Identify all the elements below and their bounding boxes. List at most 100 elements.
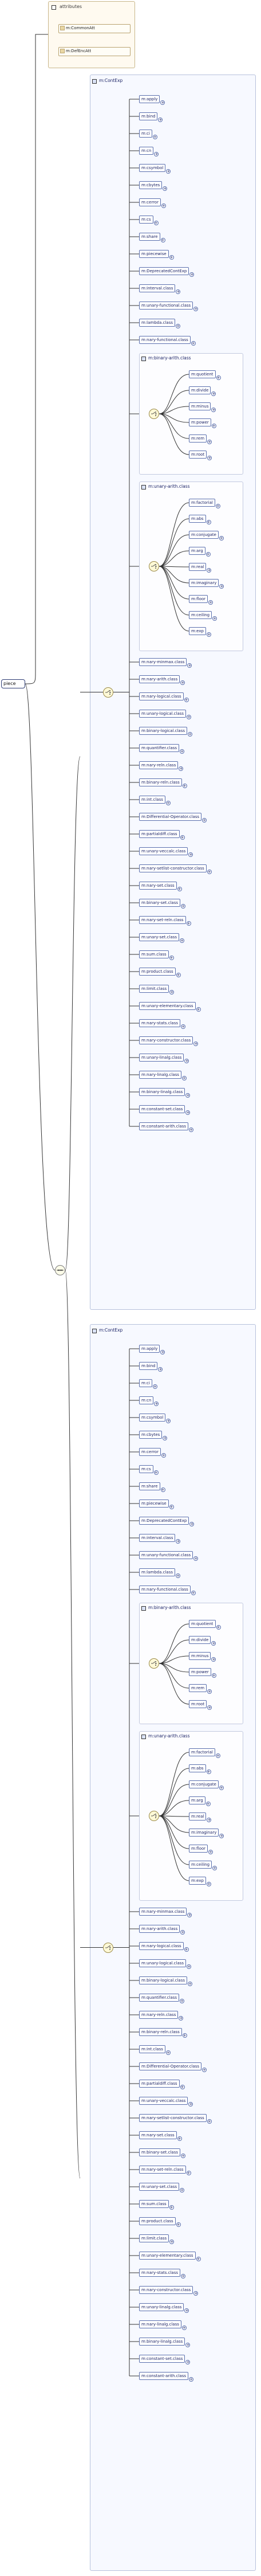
expand-plus-icon[interactable]: + <box>154 152 159 156</box>
expand-plus-icon[interactable]: + <box>187 663 192 668</box>
expand-plus-icon[interactable]: + <box>169 2205 174 2210</box>
expand-plus-icon[interactable]: + <box>184 1947 189 1952</box>
element-m-real[interactable]: m:real <box>189 1812 208 1822</box>
expand-plus-icon[interactable]: + <box>211 1657 216 1662</box>
expand-plus-icon[interactable]: + <box>184 2308 189 2313</box>
expand-plus-icon[interactable]: + <box>216 375 221 380</box>
element-m-unary-set-class[interactable]: m:unary-set.class <box>139 933 181 942</box>
expand-plus-icon[interactable]: + <box>181 2326 187 2330</box>
expand-plus-icon[interactable]: + <box>188 732 193 737</box>
group-icon[interactable] <box>141 1606 146 1611</box>
expand-plus-icon[interactable]: + <box>208 1850 213 1854</box>
expand-plus-icon[interactable]: + <box>212 1866 217 1870</box>
expand-plus-icon[interactable]: + <box>207 440 212 444</box>
expand-plus-icon[interactable]: + <box>207 1818 212 1822</box>
expand-plus-icon[interactable]: + <box>160 1487 165 1492</box>
element-m-csymbol[interactable]: m:csymbol <box>139 164 167 173</box>
expand-plus-icon[interactable]: + <box>207 1689 212 1694</box>
expand-plus-icon[interactable]: + <box>180 835 185 840</box>
expand-plus-icon[interactable]: + <box>202 2068 207 2072</box>
expand-plus-icon[interactable]: + <box>215 1753 220 1758</box>
expand-plus-icon[interactable]: + <box>158 1367 163 1372</box>
expand-plus-icon[interactable]: + <box>166 169 171 174</box>
expand-plus-icon[interactable]: + <box>206 520 211 524</box>
expand-plus-icon[interactable]: + <box>188 1982 193 1986</box>
expand-plus-icon[interactable]: + <box>185 1110 191 1115</box>
expand-plus-icon[interactable]: + <box>202 818 207 823</box>
expand-plus-icon[interactable]: + <box>193 1042 199 1046</box>
expand-plus-icon[interactable]: + <box>180 749 185 754</box>
expand-plus-icon[interactable]: + <box>207 2119 212 2124</box>
expand-plus-icon[interactable]: + <box>169 990 175 995</box>
expand-plus-icon[interactable]: + <box>208 600 213 605</box>
expand-plus-icon[interactable]: + <box>160 238 165 242</box>
expand-plus-icon[interactable]: + <box>216 1625 221 1630</box>
choice-icon[interactable] <box>103 1942 113 1953</box>
expand-plus-icon[interactable]: + <box>185 2343 191 2347</box>
element-m-nary-reln-class[interactable]: m:nary-reln.class <box>139 761 180 770</box>
expand-plus-icon[interactable]: + <box>181 1076 187 1080</box>
expand-plus-icon[interactable]: + <box>176 289 181 294</box>
expand-plus-icon[interactable]: + <box>193 2291 199 2296</box>
expand-plus-icon[interactable]: + <box>177 887 182 891</box>
element-m-nary-stats-class[interactable]: m:nary-stats.class <box>139 1019 182 1028</box>
expand-plus-icon[interactable]: + <box>165 801 171 805</box>
attribute-item[interactable]: m:DefEncAtt <box>58 47 130 56</box>
collapse-icon[interactable] <box>52 5 56 10</box>
element-m-arg[interactable]: m:arg <box>189 1796 207 1806</box>
element-m-power[interactable]: m:power <box>189 418 212 428</box>
expand-plus-icon[interactable]: + <box>189 272 195 277</box>
expand-plus-icon[interactable]: + <box>181 2154 186 2158</box>
expand-plus-icon[interactable]: + <box>211 1673 216 1678</box>
expand-plus-icon[interactable]: + <box>207 870 212 874</box>
expand-plus-icon[interactable]: + <box>166 1419 171 1423</box>
expand-plus-icon[interactable]: + <box>180 1999 185 2003</box>
expand-plus-icon[interactable]: + <box>211 392 216 396</box>
expand-plus-icon[interactable]: + <box>189 1128 194 1132</box>
element-m-nary-set-reln-class[interactable]: m:nary-set-reln.class <box>139 2166 187 2175</box>
expand-plus-icon[interactable]: + <box>169 255 174 260</box>
group-icon[interactable] <box>141 1735 146 1739</box>
expand-plus-icon[interactable]: + <box>196 1007 201 1012</box>
expand-plus-icon[interactable]: + <box>179 766 184 771</box>
element-m-exp[interactable]: m:exp <box>189 627 207 636</box>
expand-plus-icon[interactable]: + <box>169 2240 175 2244</box>
expand-plus-icon[interactable]: + <box>153 1470 159 1475</box>
expand-plus-icon[interactable]: + <box>152 135 157 139</box>
expand-plus-icon[interactable]: + <box>181 1024 186 1029</box>
element-m-power[interactable]: m:power <box>189 1668 212 1677</box>
expand-plus-icon[interactable]: + <box>207 456 212 460</box>
expand-plus-icon[interactable]: + <box>189 2377 194 2382</box>
expand-plus-icon[interactable]: + <box>176 973 181 977</box>
expand-plus-icon[interactable]: + <box>169 1505 174 1509</box>
expand-plus-icon[interactable]: + <box>179 2016 184 2021</box>
expand-plus-icon[interactable]: + <box>176 2222 181 2227</box>
expand-plus-icon[interactable]: + <box>207 568 212 573</box>
expand-plus-icon[interactable]: + <box>153 221 159 225</box>
expand-plus-icon[interactable]: + <box>180 680 185 685</box>
expand-plus-icon[interactable]: + <box>182 784 187 788</box>
element-m-cs[interactable]: m:cs <box>139 216 155 225</box>
expand-plus-icon[interactable]: + <box>191 1591 196 1595</box>
expand-plus-icon[interactable]: + <box>219 536 224 541</box>
expand-plus-icon[interactable]: + <box>184 698 189 702</box>
group-icon[interactable] <box>92 1329 97 1333</box>
expand-plus-icon[interactable]: + <box>163 186 168 191</box>
element-m-nary-stats-class[interactable]: m:nary-stats.class <box>139 2269 182 2278</box>
expand-plus-icon[interactable]: + <box>160 100 165 105</box>
expand-plus-icon[interactable]: + <box>161 203 166 208</box>
sequence-icon[interactable] <box>55 1265 65 1275</box>
expand-plus-icon[interactable]: + <box>158 118 163 122</box>
expand-plus-icon[interactable]: + <box>206 1882 211 1886</box>
expand-plus-icon[interactable]: + <box>181 904 186 909</box>
expand-plus-icon[interactable]: + <box>184 1059 189 1063</box>
element-m-cerror[interactable]: m:cerror <box>139 198 162 208</box>
expand-plus-icon[interactable]: + <box>196 2257 201 2261</box>
expand-plus-icon[interactable]: + <box>161 1453 166 1458</box>
element-m-share[interactable]: m:share <box>139 1482 161 1491</box>
expand-plus-icon[interactable]: + <box>193 307 199 311</box>
expand-plus-icon[interactable]: + <box>185 1093 191 1098</box>
expand-plus-icon[interactable]: + <box>189 1522 195 1526</box>
expand-plus-icon[interactable]: + <box>219 1786 224 1790</box>
expand-plus-icon[interactable]: + <box>163 1436 168 1440</box>
